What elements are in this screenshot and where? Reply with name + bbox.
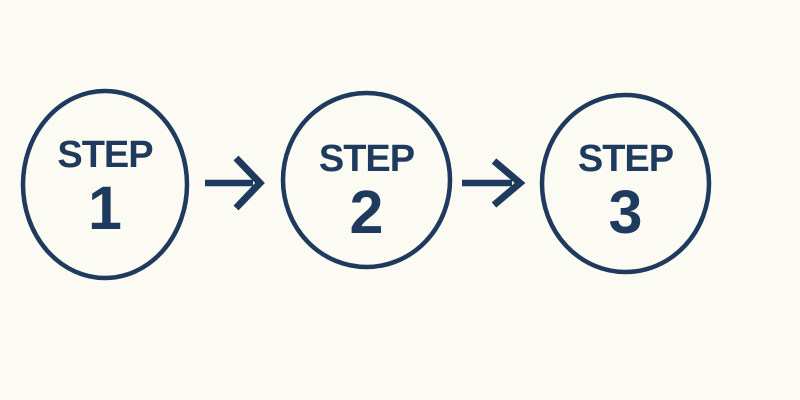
step-number: 2 xyxy=(349,177,384,246)
circle-outline xyxy=(539,92,712,275)
circle-outline xyxy=(20,88,190,281)
step-text: STEP 1 xyxy=(57,134,153,242)
circle-outline xyxy=(280,90,453,270)
arrow-right-icon xyxy=(462,158,526,208)
step-number: 3 xyxy=(608,178,643,246)
step-label: STEP xyxy=(57,134,153,176)
step-text: STEP 3 xyxy=(577,138,674,246)
arrow-right-icon xyxy=(205,155,265,211)
step-circle-3: STEP 3 xyxy=(539,92,712,275)
step-circle-2: STEP 2 xyxy=(280,90,453,270)
step-text: STEP 2 xyxy=(318,137,415,246)
step-label: STEP xyxy=(318,137,415,180)
step-circle-1: STEP 1 xyxy=(20,88,190,281)
step-label: STEP xyxy=(577,138,674,180)
step-number: 1 xyxy=(88,174,122,242)
